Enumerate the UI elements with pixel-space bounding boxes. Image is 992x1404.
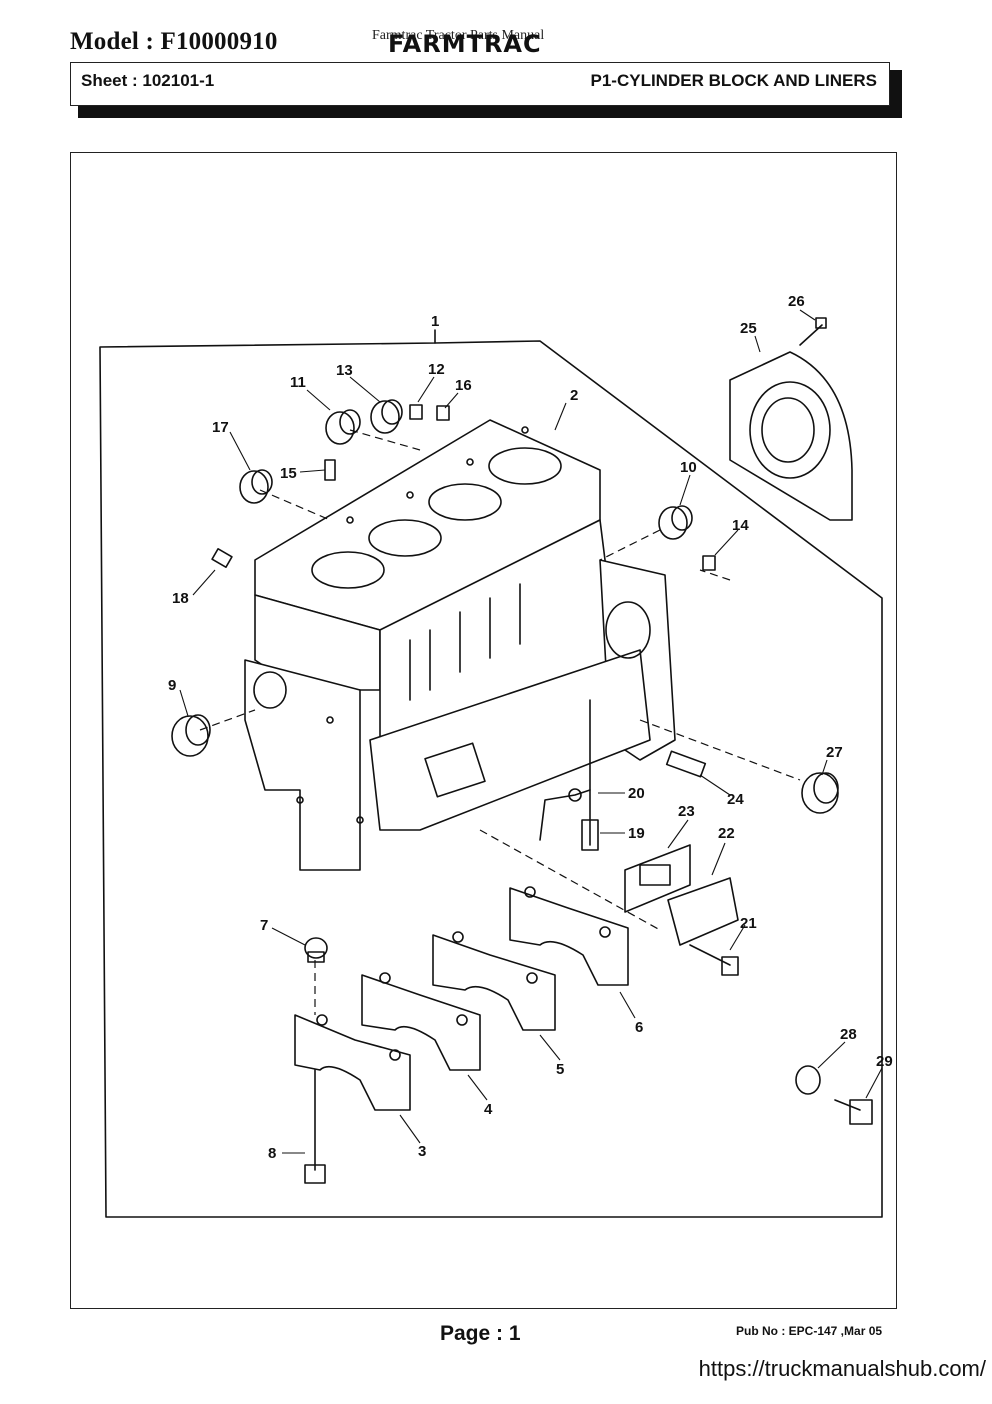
tube-20	[539, 788, 591, 841]
manual-title-watermark: Farmtrac Tractor Parts Manual	[372, 28, 545, 43]
plug-12	[409, 404, 423, 420]
page-number: Page : 1	[440, 1322, 521, 1345]
plug-16	[436, 405, 450, 421]
bolt-8	[304, 1069, 326, 1184]
bearing-cap-6	[509, 886, 629, 986]
sheet-header: Sheet : 102101-1 P1-CYLINDER BLOCK AND L…	[70, 62, 890, 106]
cup-plug-10	[658, 505, 693, 540]
pin-15	[324, 459, 336, 481]
callout-2: 2	[570, 387, 578, 404]
callout-3: 3	[418, 1143, 426, 1160]
callout-7: 7	[260, 917, 268, 934]
callout-5: 5	[556, 1061, 564, 1078]
sensor-24	[665, 750, 707, 778]
cup-plug-13	[370, 399, 403, 434]
oil-seal-housing-25	[729, 351, 853, 521]
callout-16: 16	[455, 377, 472, 394]
assembly-outline	[99, 340, 883, 1218]
bolt-26	[799, 317, 827, 346]
diagram-frame	[70, 152, 897, 1309]
washer-28	[795, 1065, 821, 1095]
cup-plug-11	[325, 409, 361, 445]
callout-20: 20	[628, 785, 645, 802]
plug-29	[834, 1099, 873, 1125]
cover-22	[667, 877, 739, 946]
publication-number: Pub No : EPC-147 ,Mar 05	[736, 1324, 883, 1338]
sheet-number: Sheet : 102101-1	[81, 71, 215, 90]
bolt-21	[689, 944, 739, 976]
callout-12: 12	[428, 361, 445, 378]
sheet-title: P1-CYLINDER BLOCK AND LINERS	[590, 71, 878, 90]
callout-15: 15	[280, 465, 297, 482]
callout-11: 11	[290, 374, 306, 391]
gasket-23	[624, 844, 691, 913]
plug-7	[304, 937, 328, 963]
model-number: Model : F10000910	[70, 28, 278, 55]
callout-6: 6	[635, 1019, 643, 1036]
bearing-cap-4	[361, 972, 481, 1071]
callout-1: 1	[431, 313, 439, 330]
cylinder-block	[244, 419, 676, 871]
callout-18: 18	[172, 590, 189, 607]
callout-8: 8	[268, 1145, 276, 1162]
callout-17: 17	[212, 419, 229, 436]
bearing-cap-5	[432, 931, 556, 1031]
callout-22: 22	[718, 825, 735, 842]
callout-29: 29	[876, 1053, 893, 1070]
callout-13: 13	[336, 362, 353, 379]
callout-26: 26	[788, 293, 805, 310]
seal-27	[801, 772, 839, 814]
callout-19: 19	[628, 825, 645, 842]
callout-24: 24	[727, 791, 744, 808]
callout-28: 28	[840, 1026, 857, 1043]
callout-9: 9	[168, 677, 176, 694]
callout-10: 10	[680, 459, 697, 476]
source-url[interactable]: https://truckmanualshub.com/	[698, 1356, 986, 1381]
plug-18	[211, 548, 233, 568]
callout-23: 23	[678, 803, 695, 820]
callout-21: 21	[740, 915, 757, 932]
callout-27: 27	[826, 744, 843, 761]
bearing-cap-3	[294, 1014, 411, 1111]
callout-14: 14	[732, 517, 749, 534]
callout-25: 25	[740, 320, 757, 337]
nut-14	[702, 555, 716, 571]
brand-logo: FARMTRAC	[388, 30, 542, 58]
bolt-19	[581, 699, 599, 851]
callout-4: 4	[484, 1101, 493, 1118]
cup-plug-17	[239, 469, 273, 504]
seal-9	[171, 714, 211, 757]
